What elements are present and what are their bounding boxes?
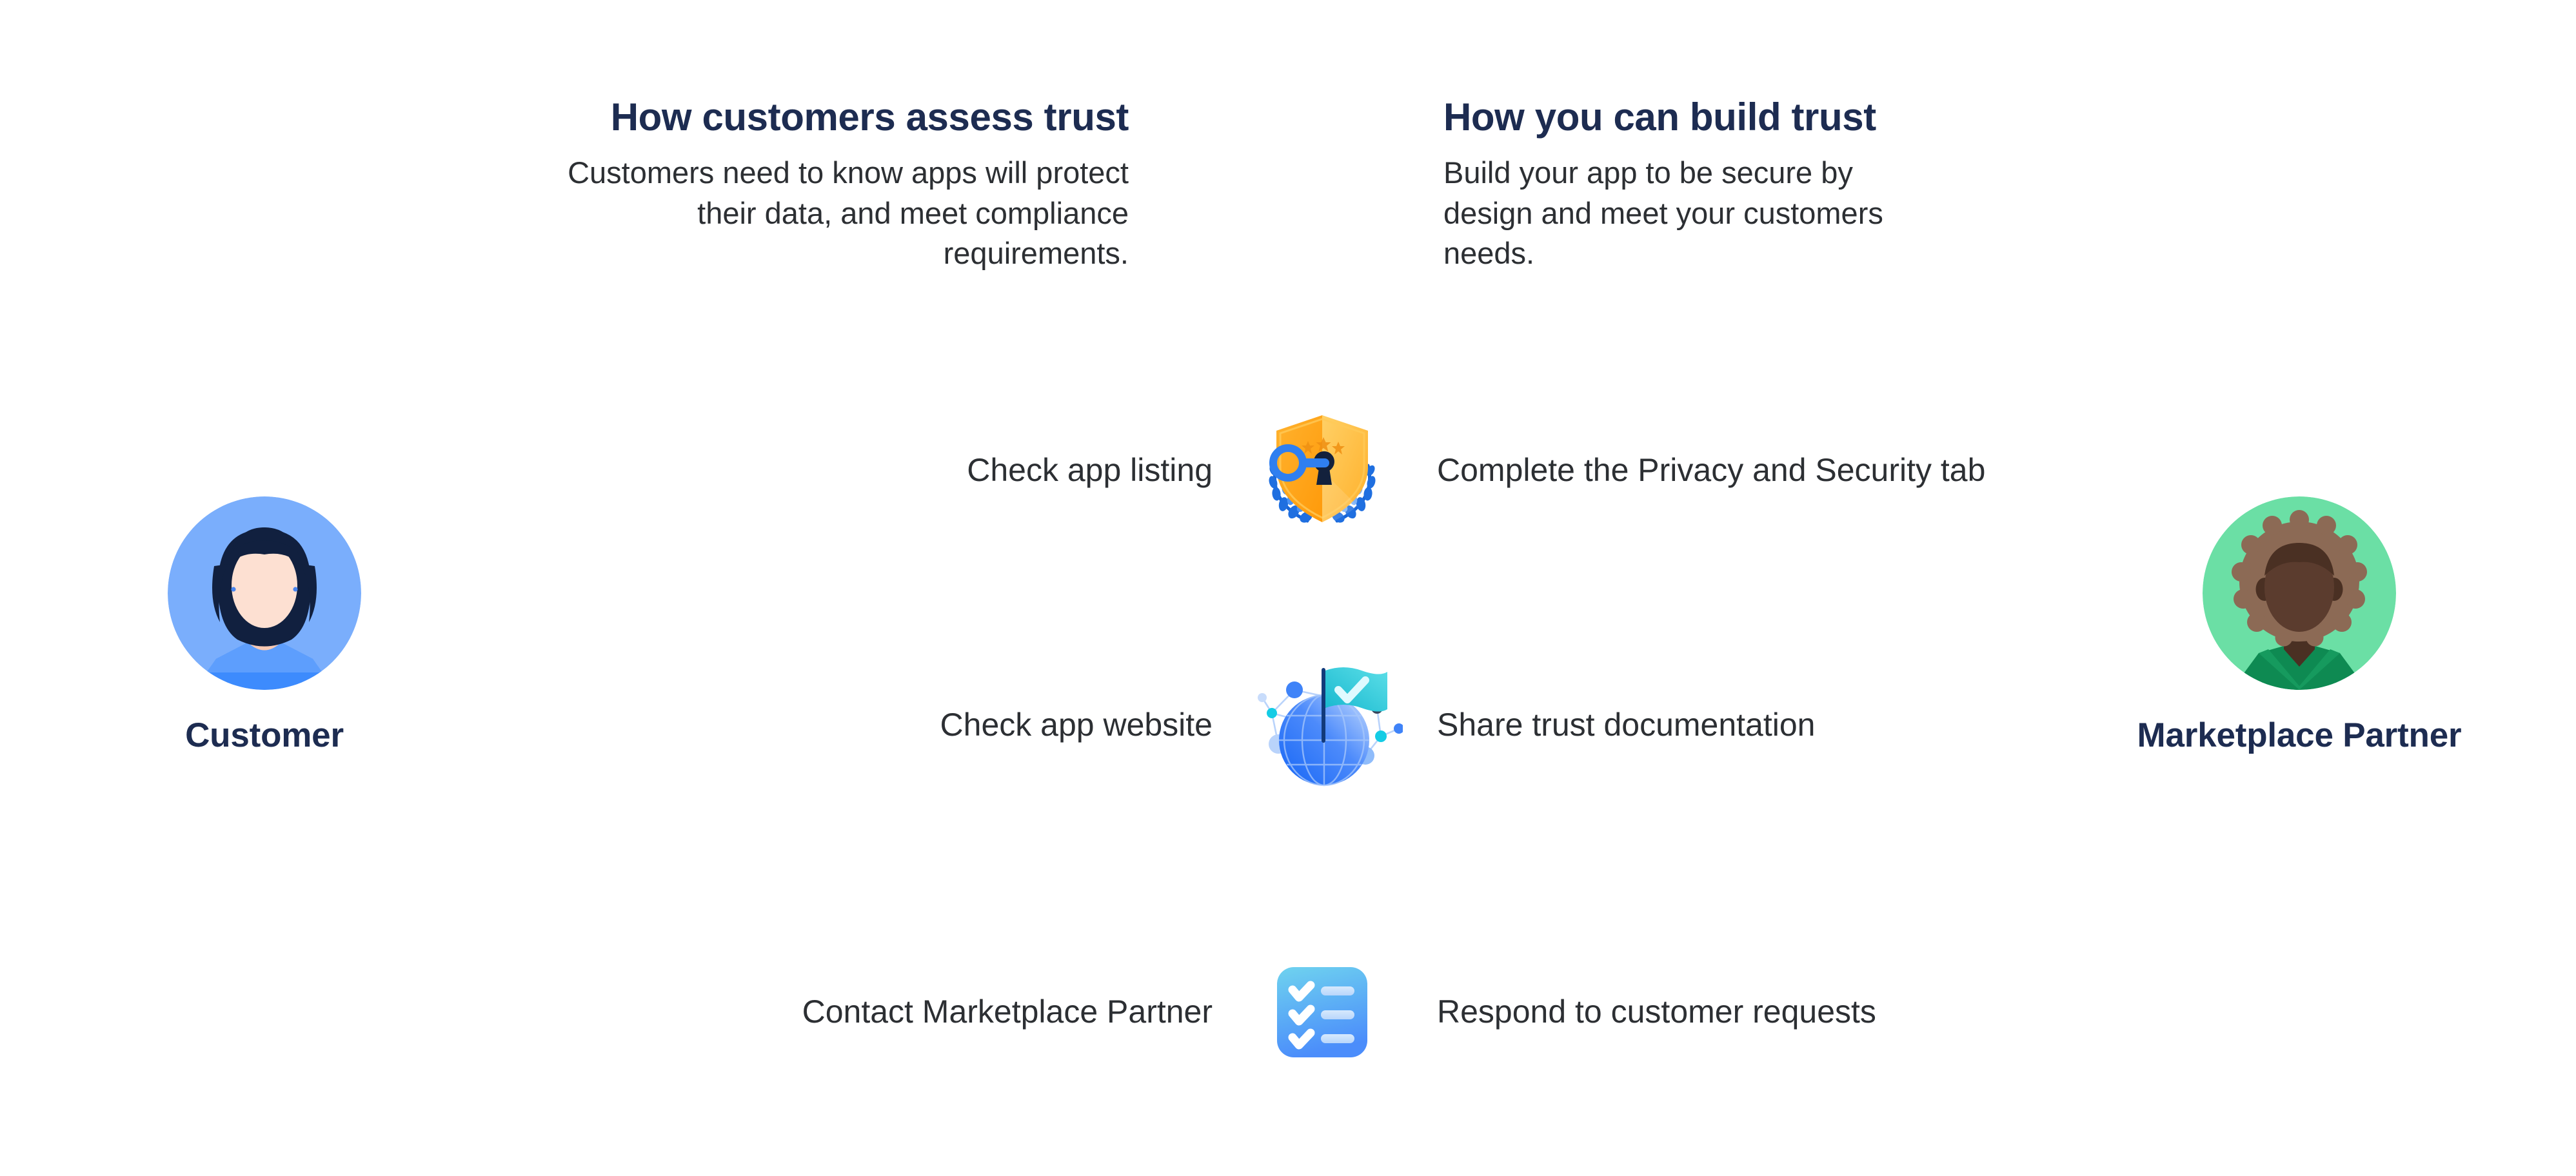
flow-row-3: Contact Marketplace Partner [580,928,2019,1096]
right-column-heading-block: How you can build trust Build your app t… [1443,95,1934,274]
person-afro-avatar-icon [2203,496,2396,690]
partner-action-2: Share trust documentation [1437,707,1816,743]
row-2-icon-slot [1232,656,1412,795]
left-column-title: How customers assess trust [610,95,1129,139]
customer-action-1: Check app listing [967,452,1213,489]
customer-action-3: Contact Marketplace Partner [802,994,1213,1030]
customer-action-2: Check app website [940,707,1213,743]
persona-partner-label: Marketplace Partner [2137,716,2462,754]
persona-marketplace-partner: Marketplace Partner [2099,496,2499,755]
right-column-title: How you can build trust [1443,95,1876,139]
row-1-icon-slot [1232,406,1412,535]
persona-customer: Customer [103,496,426,755]
row-3-icon-slot [1232,964,1412,1061]
flow-row-1: Check app listing [580,400,2019,542]
left-column-description: Customers need to know apps will protect… [568,155,1129,271]
right-column-description: Build your app to be secure by design an… [1443,155,1883,271]
left-column-heading-block: How customers assess trust Customers nee… [529,95,1129,274]
network-node [1258,692,1267,702]
woman-avatar-icon [168,496,361,690]
partner-action-1: Complete the Privacy and Security tab [1437,452,1986,489]
persona-customer-label: Customer [185,716,344,754]
shield-key-laurel-icon [1269,415,1376,526]
checklist-icon [1277,967,1367,1057]
partner-action-3: Respond to customer requests [1437,994,1876,1030]
globe-flag-network-icon [1258,667,1403,786]
flow-row-2: Check app website [580,645,2019,806]
